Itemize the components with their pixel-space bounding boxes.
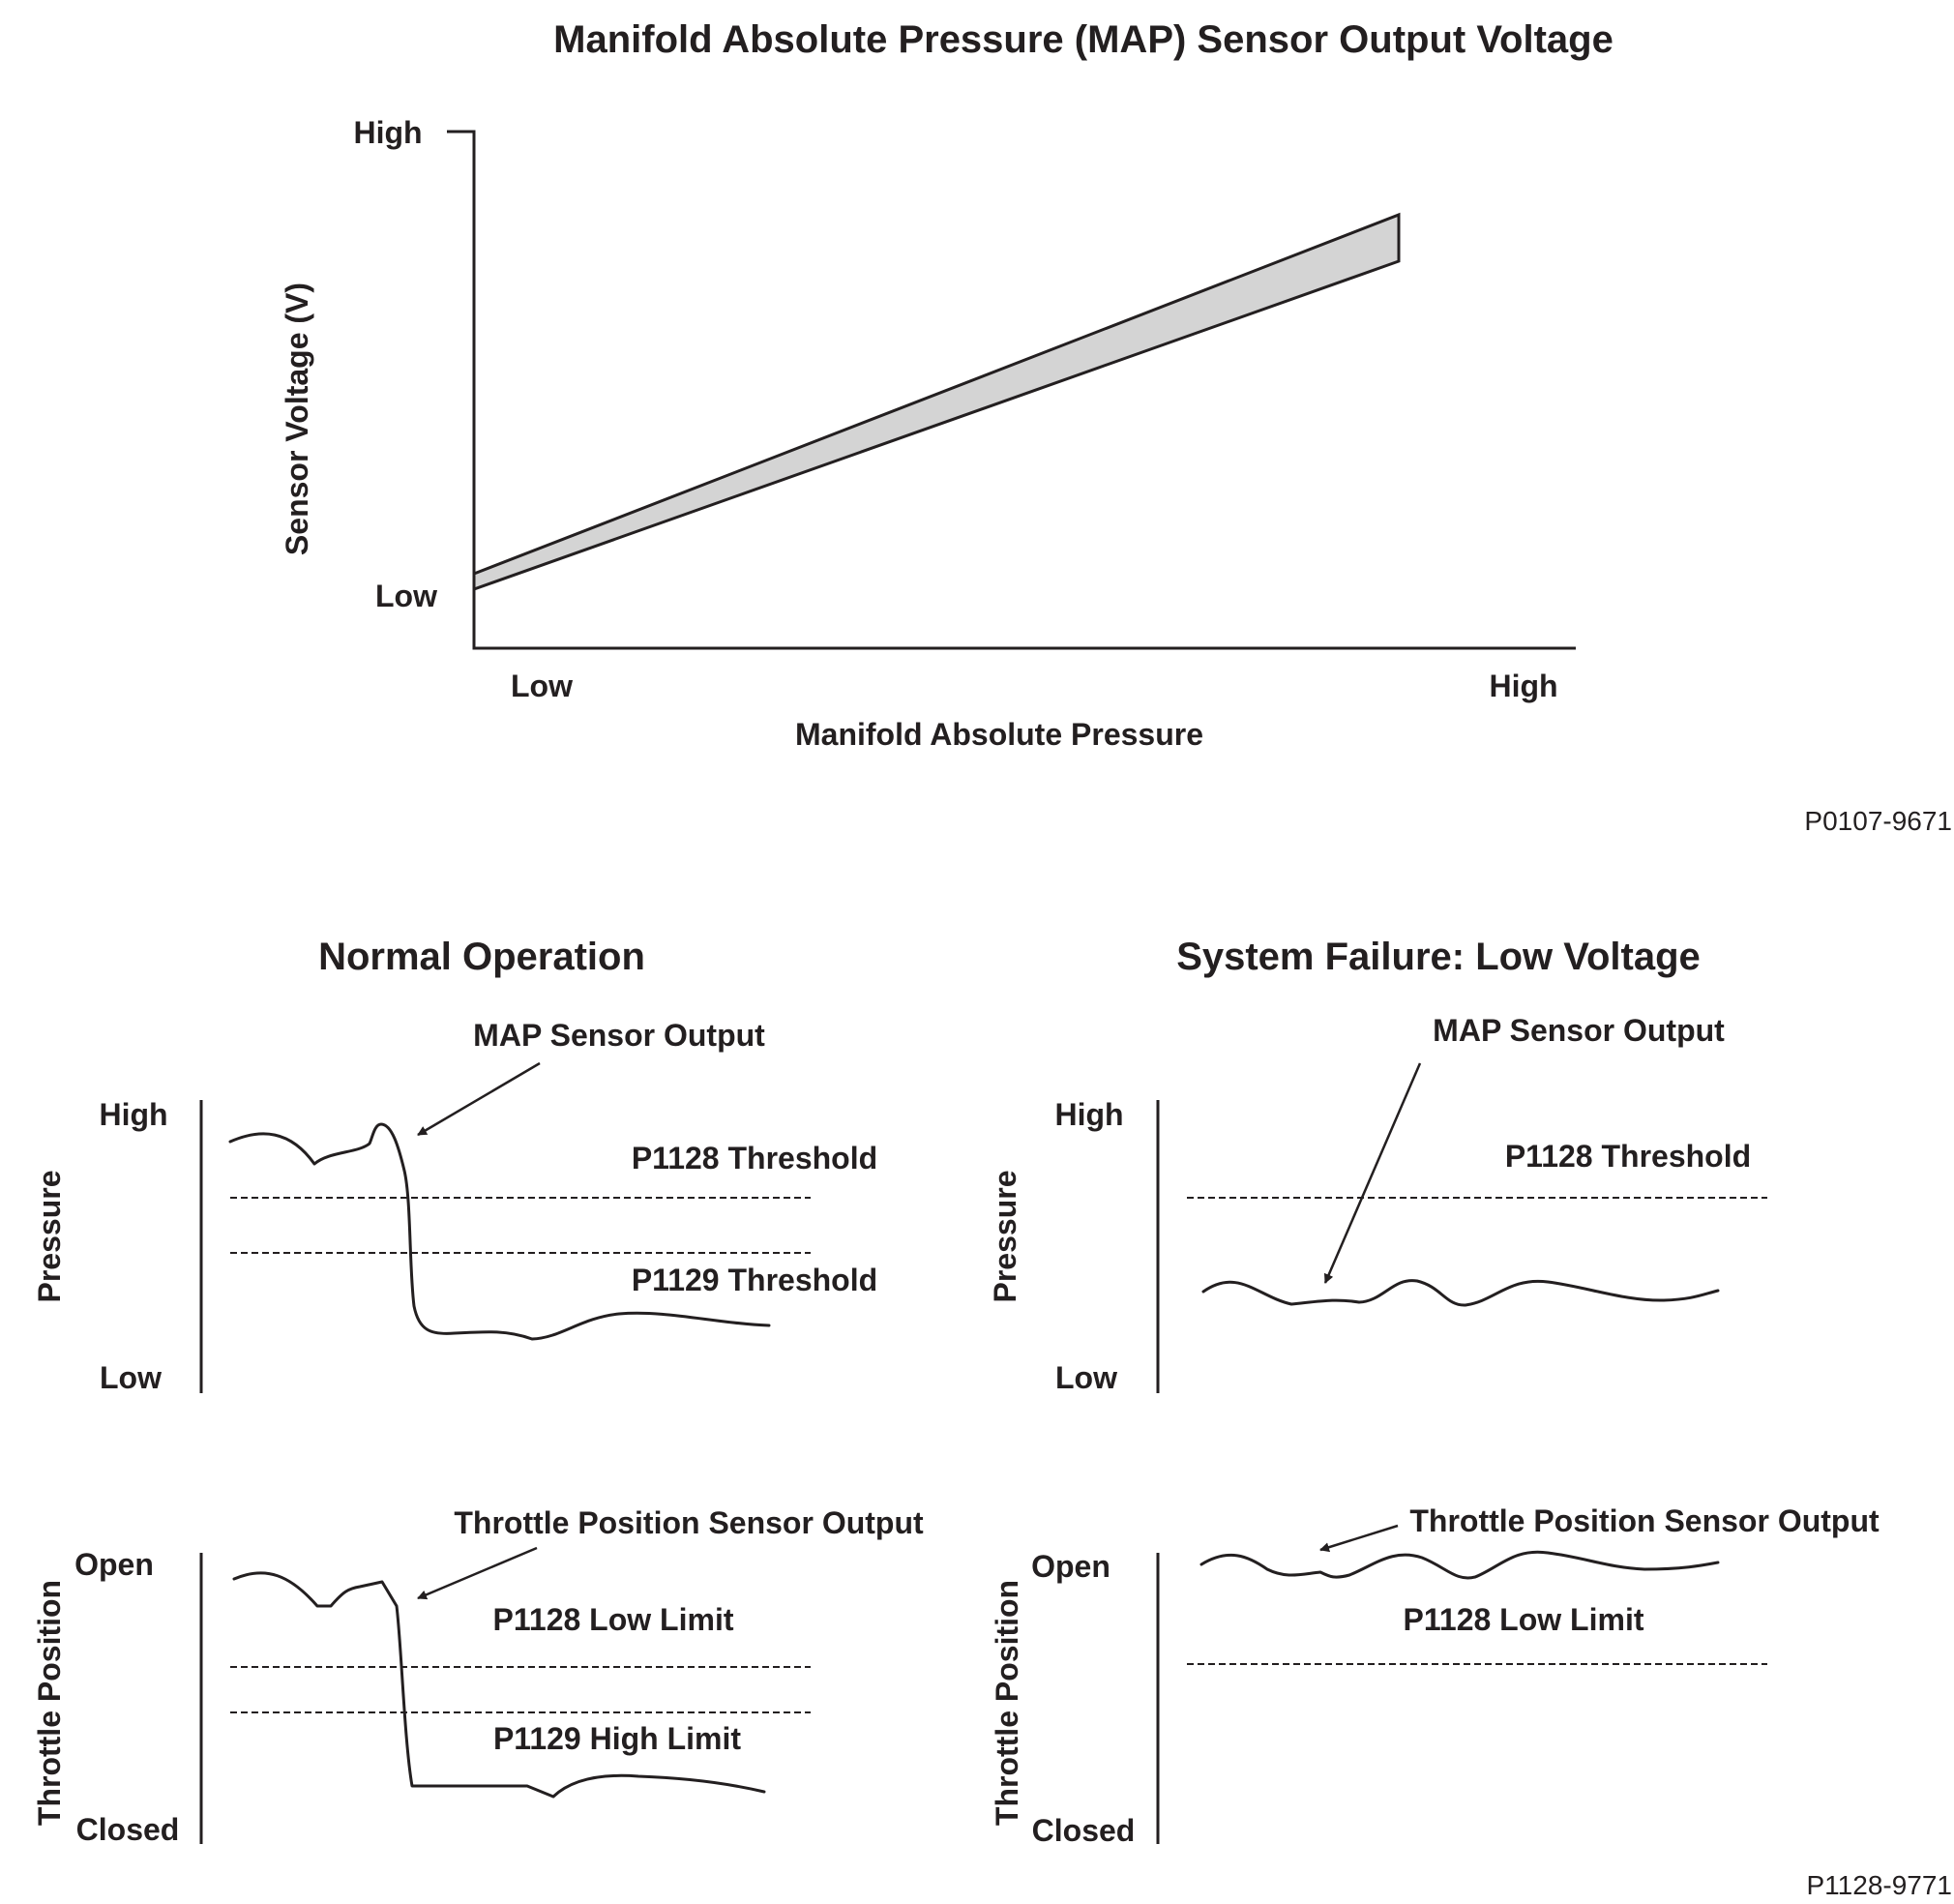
top-figure-id: P0107-9671: [1804, 806, 1952, 836]
top-x-axis-label: Manifold Absolute Pressure: [795, 717, 1203, 752]
normal-p1128-low-limit-label: P1128 Low Limit: [493, 1602, 734, 1637]
normal-throttle-callout: Throttle Position Sensor Output: [454, 1505, 924, 1540]
normal-pressure-graph: High Low Pressure P1128 Threshold P1129 …: [32, 1018, 877, 1395]
normal-map-sensor-curve: [228, 1122, 771, 1341]
normal-operation-panel: Normal Operation High Low Pressure P1128…: [32, 936, 924, 1847]
map-voltage-chart: Manifold Absolute Pressure (MAP) Sensor …: [280, 18, 1952, 836]
bottom-figure-id: P1128-9771: [1807, 1870, 1953, 1900]
normal-throttle-callout-arrow: [417, 1546, 538, 1600]
top-y-axis-label: Sensor Voltage (V): [280, 283, 314, 555]
failure-title: System Failure: Low Voltage: [1176, 936, 1701, 978]
normal-title: Normal Operation: [318, 936, 645, 978]
failure-map-callout-arrow: [1323, 1062, 1422, 1284]
normal-throttle-open: Open: [74, 1547, 154, 1582]
failure-throttle-callout-arrow: [1319, 1524, 1399, 1553]
failure-throttle-y-label: Throttle Position: [990, 1580, 1024, 1826]
top-chart-title: Manifold Absolute Pressure (MAP) Sensor …: [553, 18, 1614, 61]
normal-throttle-y-label: Throttle Position: [32, 1580, 67, 1826]
normal-pressure-y-label: Pressure: [32, 1171, 67, 1303]
failure-throttle-graph: Open Closed Throttle Position P1128 Low …: [990, 1503, 1880, 1848]
normal-p1129-threshold-label: P1129 Threshold: [632, 1263, 877, 1297]
normal-throttle-sensor-curve: [232, 1571, 766, 1799]
normal-throttle-graph: Open Closed Throttle Position P1128 Low …: [32, 1505, 924, 1847]
failure-throttle-callout: Throttle Position Sensor Output: [1409, 1503, 1880, 1538]
normal-map-callout-arrow: [417, 1061, 541, 1137]
failure-panel: System Failure: Low Voltage High Low Pre…: [988, 936, 1880, 1848]
normal-throttle-closed: Closed: [76, 1812, 180, 1847]
normal-pressure-high: High: [99, 1097, 167, 1132]
top-x-tick-high: High: [1489, 669, 1557, 703]
failure-pressure-graph: High Low Pressure P1128 Threshold MAP Se…: [988, 1013, 1767, 1395]
failure-pressure-high: High: [1054, 1097, 1123, 1132]
failure-map-sensor-curve: [1201, 1279, 1720, 1307]
failure-throttle-open: Open: [1031, 1549, 1110, 1584]
failure-pressure-y-label: Pressure: [988, 1171, 1022, 1303]
voltage-tolerance-band: [472, 212, 1401, 592]
top-y-axis: [447, 130, 1576, 650]
normal-map-callout: MAP Sensor Output: [473, 1018, 765, 1053]
top-y-tick-low: Low: [375, 579, 437, 613]
failure-map-callout: MAP Sensor Output: [1433, 1013, 1725, 1048]
failure-p1128-threshold-label: P1128 Threshold: [1505, 1139, 1751, 1174]
failure-pressure-low: Low: [1055, 1360, 1117, 1395]
failure-throttle-closed: Closed: [1032, 1813, 1136, 1848]
failure-p1128-low-limit-label: P1128 Low Limit: [1404, 1602, 1644, 1637]
failure-throttle-sensor-curve: [1199, 1550, 1720, 1580]
top-y-tick-high: High: [353, 115, 422, 150]
normal-p1128-threshold-label: P1128 Threshold: [632, 1141, 877, 1175]
normal-p1129-high-limit-label: P1129 High Limit: [493, 1721, 741, 1756]
normal-pressure-low: Low: [100, 1360, 162, 1395]
top-x-tick-low: Low: [511, 669, 573, 703]
